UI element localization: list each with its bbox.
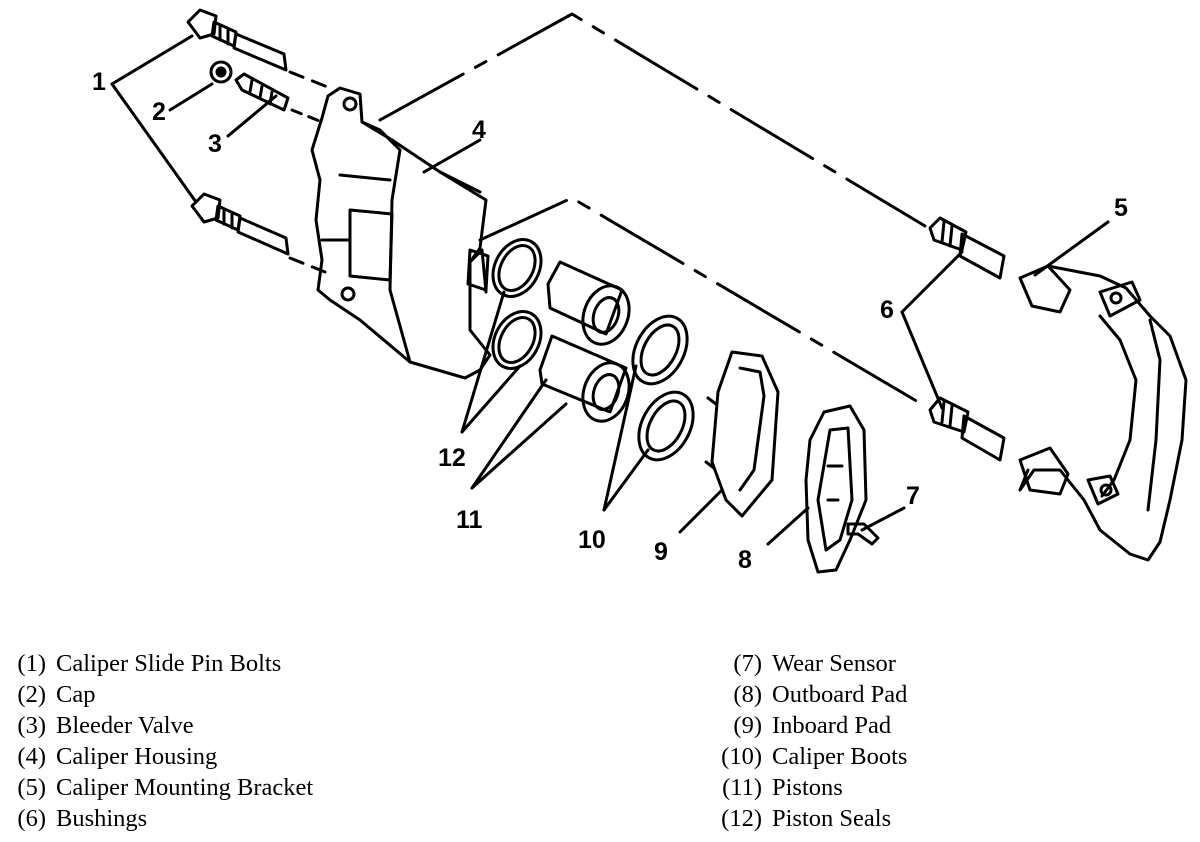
legend-item: (12) Piston Seals <box>706 803 907 834</box>
legend-number: (12) <box>721 805 762 832</box>
bleeder-valve <box>234 72 290 112</box>
legend-label: Wear Sensor <box>772 650 896 677</box>
callout-7: 7 <box>906 482 920 510</box>
legend-label: Outboard Pad <box>772 681 908 708</box>
caliper-boot-upper <box>631 314 689 386</box>
bleeder-cap <box>209 60 233 84</box>
legend-label: Piston Seals <box>772 805 892 832</box>
callout-3: 3 <box>208 130 222 158</box>
callout-9: 9 <box>654 538 668 566</box>
bleeder-axis <box>290 108 324 124</box>
legend-item: (3) Bleeder Valve <box>6 710 313 741</box>
callout-10: 10 <box>578 526 606 554</box>
legend-label: Caliper Housing <box>56 743 218 770</box>
legend-item: (9) Inboard Pad <box>706 710 907 741</box>
legend-label: Bleeder Valve <box>56 712 194 739</box>
piston-seal-lower <box>491 310 543 370</box>
slide-pin-bolt-lower <box>190 192 290 256</box>
piston-seal-upper <box>491 238 543 298</box>
bolt-lower-axis <box>288 256 327 274</box>
callout-8: 8 <box>738 546 752 574</box>
caliper-mounting-bracket <box>1018 264 1188 562</box>
caliper-housing <box>310 86 492 380</box>
legend-item: (10) Caliper Boots <box>706 741 907 772</box>
caliper-boot-lower <box>637 390 695 462</box>
legend-number: (10) <box>721 743 762 770</box>
legend-left-column: (1) Caliper Slide Pin Bolts (2) Cap (3) Ble… <box>6 648 313 834</box>
callout-4: 4 <box>472 116 486 144</box>
legend-item: (1) Caliper Slide Pin Bolts <box>6 648 313 679</box>
legend-number: (6) <box>17 805 46 832</box>
legend-label: Inboard Pad <box>772 712 892 739</box>
legend-item: (2) Cap <box>6 679 313 710</box>
lower-assembly-line <box>478 196 927 408</box>
piston-lower <box>538 334 631 423</box>
legend-right-column: (7) Wear Sensor (8) Outboard Pad (9) Inboar… <box>706 648 907 834</box>
legend-number: (11) <box>722 774 762 801</box>
callout-1: 1 <box>92 68 106 96</box>
callout-12: 12 <box>438 444 466 472</box>
legend-item: (8) Outboard Pad <box>706 679 907 710</box>
legend-number: (7) <box>733 650 762 677</box>
legend-label: Caliper Mounting Bracket <box>56 774 314 801</box>
callout-5: 5 <box>1114 194 1128 222</box>
legend-number: (4) <box>17 743 46 770</box>
legend-item: (11) Pistons <box>706 772 907 803</box>
legend-label: Caliper Slide Pin Bolts <box>56 650 282 677</box>
legend-number: (5) <box>17 774 46 801</box>
legend-item: (5) Caliper Mounting Bracket <box>6 772 313 803</box>
legend-item: (4) Caliper Housing <box>6 741 313 772</box>
legend-item: (6) Bushings <box>6 803 313 834</box>
inboard-pad <box>704 350 780 518</box>
callout-11: 11 <box>456 506 483 534</box>
wear-sensor <box>846 522 880 546</box>
legend-label: Caliper Boots <box>772 743 908 770</box>
exploded-caliper-diagram: 1 2 3 4 5 6 7 8 9 10 11 12 <box>92 8 1188 574</box>
legend-label: Cap <box>56 681 96 708</box>
slide-pin-bolt-upper <box>186 8 288 72</box>
callout-labels: 1 2 3 4 5 6 7 8 9 10 11 12 <box>92 68 1128 574</box>
callout-6: 6 <box>880 296 894 324</box>
legend-number: (8) <box>733 681 762 708</box>
bushing-upper <box>928 216 1006 280</box>
legend-number: (3) <box>17 712 46 739</box>
upper-assembly-line <box>378 12 927 228</box>
legend-label: Pistons <box>772 774 843 801</box>
legend-number: (2) <box>17 681 46 708</box>
legend-number: (1) <box>17 650 46 677</box>
leader-lines <box>110 34 1110 546</box>
piston-upper <box>546 260 631 346</box>
legend-number: (9) <box>733 712 762 739</box>
legend-item: (7) Wear Sensor <box>706 648 907 679</box>
legend-label: Bushings <box>56 805 148 832</box>
outboard-pad <box>804 404 868 574</box>
callout-2: 2 <box>152 98 166 126</box>
bolt-upper-axis <box>288 70 332 90</box>
